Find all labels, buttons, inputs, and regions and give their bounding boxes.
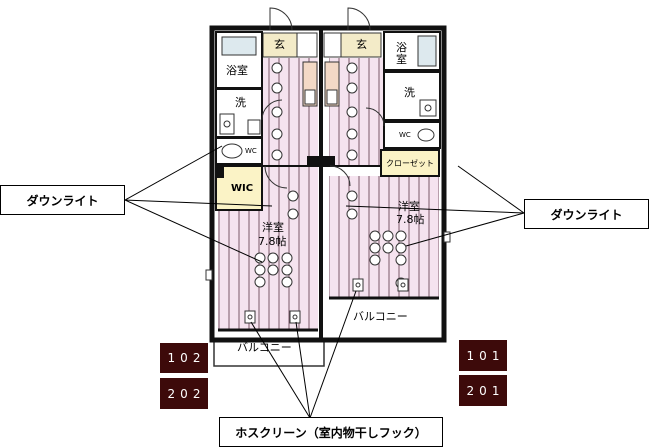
western-right-label: 洋室 bbox=[398, 200, 420, 213]
entrance-left bbox=[262, 32, 298, 58]
western-left-label: 洋室 bbox=[262, 221, 284, 234]
entrance-right bbox=[340, 32, 382, 58]
door-right bbox=[347, 7, 371, 31]
wic-label: WIC bbox=[230, 182, 254, 194]
balcony-right-label: バルコニー bbox=[353, 310, 408, 323]
unit-badge-102: 102 bbox=[160, 343, 208, 373]
bath-right-label: 浴室 bbox=[396, 41, 407, 66]
unit-badge-101: 101 bbox=[459, 340, 507, 371]
balcony-left-label: バルコニー bbox=[237, 341, 292, 354]
closet bbox=[380, 149, 440, 177]
entrance-right-label: 玄 bbox=[356, 38, 367, 51]
wash-right-label: 洗 bbox=[404, 86, 415, 99]
closet-label: クローゼット bbox=[386, 159, 434, 168]
wc-right bbox=[383, 121, 441, 149]
bath-left-label: 浴室 bbox=[226, 64, 248, 77]
downlight-callout-left: ダウンライト bbox=[0, 185, 125, 215]
wash-left-label: 洗 bbox=[235, 96, 246, 109]
western-left-size: 7.8帖 bbox=[258, 235, 287, 248]
entrance-left-label: 玄 bbox=[274, 38, 285, 51]
wc-left-label: WC bbox=[245, 147, 257, 155]
wc-right-label: WC bbox=[399, 131, 411, 139]
hose-screen-callout: ホスクリーン（室内物干しフック） bbox=[219, 417, 443, 447]
door-left bbox=[269, 7, 293, 31]
unit-badge-201: 201 bbox=[459, 375, 507, 406]
callout-lines bbox=[124, 145, 525, 419]
western-right-size: 7.8帖 bbox=[396, 213, 425, 226]
unit-badge-202: 202 bbox=[160, 378, 208, 409]
downlight-callout-right: ダウンライト bbox=[524, 199, 649, 229]
